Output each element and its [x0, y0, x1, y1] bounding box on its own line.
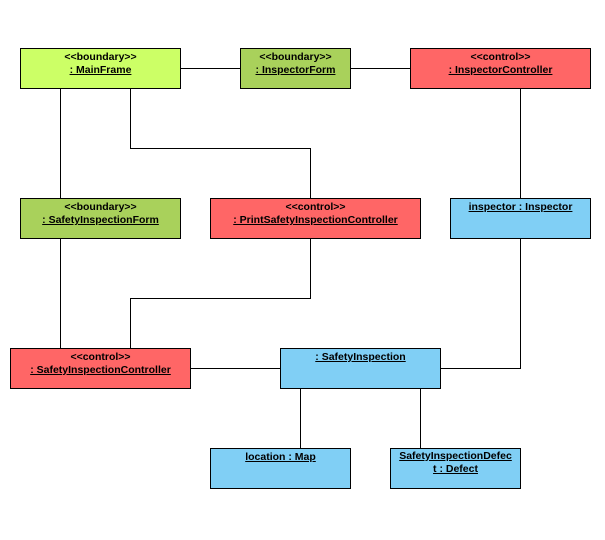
inspectorcontroller-control-node[interactable]: <<control>> : InspectorController	[410, 48, 591, 89]
safetyinspectioncontroller-control-node[interactable]: <<control>> : SafetyInspectionController	[10, 348, 191, 389]
node-name: : PrintSafetyInspectionController	[233, 214, 398, 226]
safetyinspection-entity-node[interactable]: : SafetyInspection	[280, 348, 441, 389]
mainframe-boundary-node[interactable]: <<boundary>> : MainFrame	[20, 48, 181, 89]
node-name: : MainFrame	[69, 64, 132, 76]
node-name: : InspectorController	[448, 64, 553, 76]
node-name: : SafetyInspection	[315, 351, 406, 363]
node-name-line-1: SafetyInspectionDefec	[399, 450, 512, 462]
inspectorform-boundary-node[interactable]: <<boundary>> : InspectorForm	[240, 48, 351, 89]
inspector-entity-node[interactable]: inspector : Inspector	[450, 198, 591, 239]
node-stereotype: <<control>>	[470, 51, 531, 63]
node-name: : SafetyInspectionForm	[42, 214, 159, 226]
node-stereotype: <<control>>	[70, 351, 131, 363]
node-stereotype: <<boundary>>	[259, 51, 332, 63]
link-inspector-safetyinspection	[441, 239, 521, 369]
node-name: inspector : Inspector	[468, 201, 573, 213]
location-entity-node[interactable]: location : Map	[210, 448, 351, 489]
node-stereotype: <<boundary>>	[64, 201, 137, 213]
node-stereotype: <<control>>	[285, 201, 346, 213]
node-name: location : Map	[245, 451, 316, 463]
node-name: : SafetyInspectionController	[30, 364, 171, 376]
node-name: : InspectorForm	[255, 64, 336, 76]
link-mainframe-printcontroller	[130, 89, 311, 198]
node-name-line-2: t : Defect	[433, 463, 478, 475]
link-printcontroller-sicontroller	[130, 239, 311, 348]
node-stereotype: <<boundary>>	[64, 51, 137, 63]
printcontroller-control-node[interactable]: <<control>> : PrintSafetyInspectionContr…	[210, 198, 421, 239]
safetyinspectionform-boundary-node[interactable]: <<boundary>> : SafetyInspectionForm	[20, 198, 181, 239]
